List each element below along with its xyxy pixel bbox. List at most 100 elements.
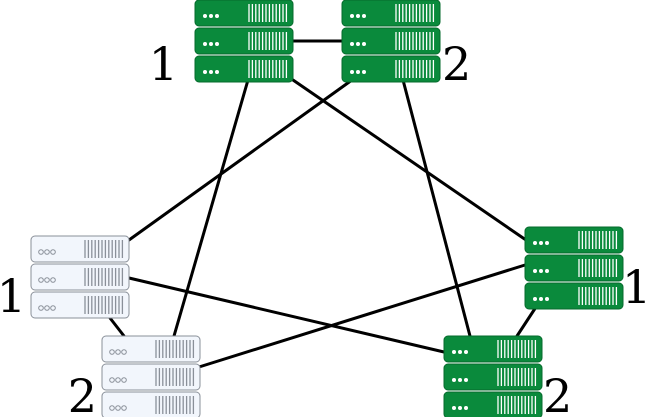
server-unit-icon	[443, 391, 543, 417]
status-led-icon	[203, 70, 207, 74]
server-unit-body	[443, 363, 543, 391]
status-led-icon	[203, 14, 207, 18]
status-led-icon	[350, 42, 354, 46]
link-top-left-to-right	[291, 78, 528, 242]
server-unit-body	[443, 391, 543, 417]
status-led-icon	[209, 42, 213, 46]
stack-label-top-left: 1	[149, 37, 178, 91]
server-unit-icon	[30, 291, 130, 319]
status-led-icon	[539, 269, 543, 273]
status-led-icon	[350, 70, 354, 74]
status-led-icon	[121, 349, 127, 355]
server-unit-icon	[30, 235, 130, 263]
status-led-icon	[350, 14, 354, 18]
status-led-icon	[50, 277, 56, 283]
stack-label-right: 1	[622, 260, 650, 314]
link-top-right-to-left	[127, 78, 354, 242]
status-led-icon	[121, 377, 127, 383]
server-stack-bottom-left[interactable]: 2	[68, 335, 201, 417]
status-led-icon	[109, 405, 115, 411]
status-led-icon	[362, 70, 366, 74]
status-led-icon	[458, 378, 462, 382]
server-unit-body	[524, 226, 624, 254]
server-unit-body	[101, 391, 201, 417]
server-unit-icon	[524, 254, 624, 282]
server-stack-top-right[interactable]: 2	[341, 0, 471, 91]
status-led-icon	[38, 305, 44, 311]
server-unit-body	[101, 363, 201, 391]
status-led-icon	[545, 269, 549, 273]
server-unit-body	[101, 335, 201, 363]
status-led-icon	[356, 42, 360, 46]
status-led-icon	[452, 378, 456, 382]
status-led-icon	[109, 349, 115, 355]
server-unit-icon	[101, 391, 201, 417]
stack-label-left: 1	[0, 269, 26, 323]
server-stack-left[interactable]: 1	[0, 235, 130, 323]
server-unit-icon	[443, 363, 543, 391]
status-led-icon	[203, 42, 207, 46]
status-led-icon	[452, 406, 456, 410]
server-unit-icon	[341, 55, 441, 83]
status-led-icon	[356, 70, 360, 74]
server-unit-icon	[194, 27, 294, 55]
server-stack-top-left[interactable]: 1	[149, 0, 294, 91]
server-unit-body	[341, 27, 441, 55]
status-led-icon	[533, 297, 537, 301]
status-led-icon	[44, 277, 50, 283]
status-led-icon	[115, 377, 121, 383]
status-led-icon	[539, 241, 543, 245]
server-unit-icon	[194, 55, 294, 83]
status-led-icon	[362, 14, 366, 18]
server-unit-icon	[30, 263, 130, 291]
status-led-icon	[539, 297, 543, 301]
server-unit-icon	[524, 282, 624, 310]
server-unit-body	[30, 291, 130, 319]
status-led-icon	[115, 405, 121, 411]
server-stack-bottom-right[interactable]: 2	[443, 335, 572, 417]
status-led-icon	[458, 350, 462, 354]
link-left-to-bottom-left	[108, 316, 126, 338]
links-layer	[108, 39, 538, 369]
server-unit-icon	[443, 335, 543, 363]
status-led-icon	[50, 305, 56, 311]
status-led-icon	[362, 42, 366, 46]
status-led-icon	[38, 277, 44, 283]
server-unit-body	[194, 55, 294, 83]
stack-label-bottom-right: 2	[543, 369, 572, 417]
status-led-icon	[109, 377, 115, 383]
link-top-right-to-bottom-right	[401, 78, 472, 338]
server-stack-right[interactable]: 1	[524, 226, 650, 314]
link-top-left-to-bottom-left	[172, 78, 250, 338]
server-unit-icon	[341, 0, 441, 27]
status-led-icon	[458, 406, 462, 410]
status-led-icon	[121, 405, 127, 411]
status-led-icon	[44, 249, 50, 255]
status-led-icon	[209, 14, 213, 18]
status-led-icon	[209, 70, 213, 74]
server-unit-icon	[341, 27, 441, 55]
status-led-icon	[464, 350, 468, 354]
status-led-icon	[38, 249, 44, 255]
server-unit-body	[30, 263, 130, 291]
stack-label-bottom-left: 2	[68, 369, 97, 417]
status-led-icon	[464, 378, 468, 382]
link-right-to-bottom-right	[515, 305, 538, 338]
server-unit-body	[524, 282, 624, 310]
server-unit-body	[30, 235, 130, 263]
server-unit-body	[194, 27, 294, 55]
status-led-icon	[215, 42, 219, 46]
status-led-icon	[356, 14, 360, 18]
server-unit-icon	[101, 335, 201, 363]
server-unit-icon	[524, 226, 624, 254]
server-unit-body	[443, 335, 543, 363]
link-left-to-bottom-right	[127, 276, 446, 354]
status-led-icon	[533, 241, 537, 245]
link-bottom-left-to-right	[197, 263, 527, 369]
server-unit-body	[341, 0, 441, 27]
status-led-icon	[44, 305, 50, 311]
server-unit-body	[524, 254, 624, 282]
status-led-icon	[50, 249, 56, 255]
server-unit-body	[194, 0, 294, 27]
